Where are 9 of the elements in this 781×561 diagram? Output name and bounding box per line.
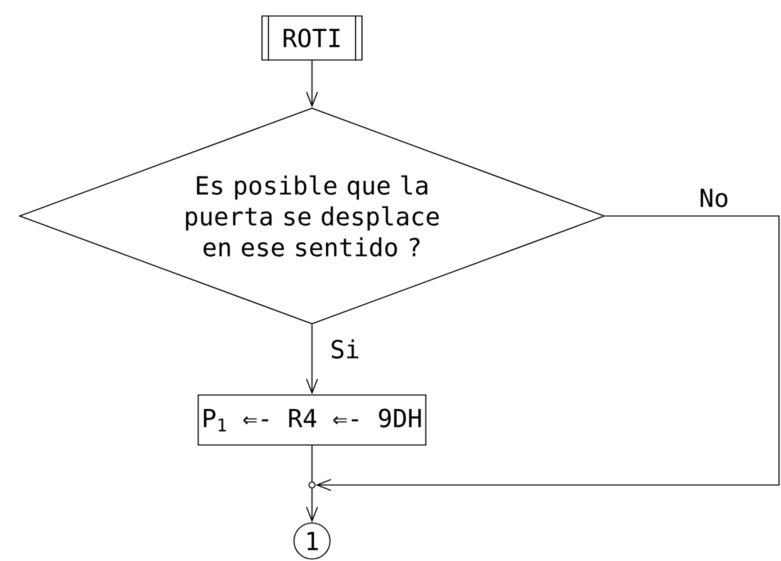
arrow <box>306 324 318 394</box>
edge-label: Si <box>332 339 358 359</box>
edge-label: No <box>700 188 728 208</box>
arrow <box>306 488 318 522</box>
subroutine-box: ROTI <box>261 15 363 61</box>
arrow <box>316 215 780 491</box>
junction-point <box>308 481 316 489</box>
process-box: P$_{1}$ ⇐- R4 ⇐- 9DH <box>198 394 426 446</box>
arrow <box>306 60 318 108</box>
